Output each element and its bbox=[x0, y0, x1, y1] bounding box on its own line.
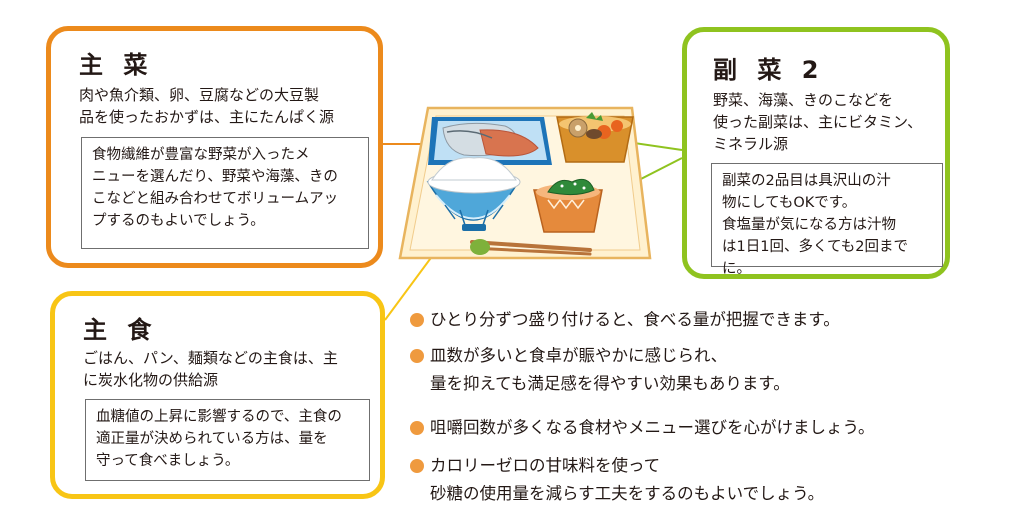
main-dish-note: 食物繊維が豊富な野菜が入ったメ ニューを選んだり、野菜や海藻、きの こなどと組み… bbox=[81, 137, 369, 249]
staple-food-desc-line: に炭水化物の供給源 bbox=[83, 371, 219, 389]
tip-text: 皿数が多いと食卓が賑やかに感じられ、 bbox=[430, 346, 728, 365]
bullet-dot-icon bbox=[410, 313, 424, 327]
tip-text: カロリーゼロの甘味料を使って bbox=[430, 456, 661, 475]
staple-food-note-line: 守って食べましょう。 bbox=[96, 453, 240, 469]
simmered-dish-icon bbox=[556, 112, 634, 163]
side-dish2-note-line: 物にしてもOKです。 bbox=[722, 195, 857, 211]
connector-side-dish-2 bbox=[589, 157, 683, 206]
main-dish-note-line: こなどと組み合わせてボリュームアッ bbox=[92, 191, 339, 207]
side-dish2-desc-line: 野菜、海藻、きのこなどを bbox=[713, 91, 894, 109]
tip-text: 咀嚼回数が多くなる食材やメニュー選びを心がけましょう。 bbox=[430, 418, 875, 437]
main-dish-description: 肉や魚介類、卵、豆腐などの大豆製 品を使ったおかずは、主にたんぱく源 bbox=[79, 84, 369, 128]
main-dish-note-line: プするのもよいでしょう。 bbox=[92, 213, 265, 229]
main-dish-panel: 主 菜 肉や魚介類、卵、豆腐などの大豆製 品を使ったおかずは、主にたんぱく源 食… bbox=[46, 26, 383, 268]
bullet-dot-icon bbox=[410, 459, 424, 473]
staple-food-note-line: 適正量が決められている方は、量を bbox=[96, 431, 328, 447]
side-dish2-note-line: は1日1回、多くても2回までに。 bbox=[722, 239, 909, 277]
bullet-dot-icon bbox=[410, 421, 424, 435]
tip-text: 砂糖の使用量を減らす工夫をするのもよいでしょう。 bbox=[430, 484, 825, 503]
main-dish-desc-line: 肉や魚介類、卵、豆腐などの大豆製 bbox=[79, 86, 320, 104]
side-dish2-panel: 副 菜 2 野菜、海藻、きのこなどを 使った副菜は、主にビタミン、 ミネラル源 … bbox=[682, 27, 950, 279]
staple-food-description: ごはん、パン、麺類などの主食は、主 に炭水化物の供給源 bbox=[83, 347, 368, 391]
main-dish-note-line: ニューを選んだり、野菜や海藻、きの bbox=[92, 169, 338, 185]
main-dish-desc-line: 品を使ったおかずは、主にたんぱく源 bbox=[79, 108, 335, 126]
side-dish2-title: 副 菜 2 bbox=[713, 56, 825, 84]
staple-food-note: 血糖値の上昇に影響するので、主食の 適正量が決められている方は、量を 守って食べ… bbox=[85, 399, 370, 481]
main-dish-note-line: 食物繊維が豊富な野菜が入ったメ bbox=[92, 147, 310, 163]
side-dish2-desc-line: 使った副菜は、主にビタミン、 bbox=[713, 113, 923, 131]
main-dish-title: 主 菜 bbox=[79, 51, 154, 79]
side-dish2-desc-line: ミネラル源 bbox=[713, 135, 789, 153]
side-dish2-description: 野菜、海藻、きのこなどを 使った副菜は、主にビタミン、 ミネラル源 bbox=[713, 89, 933, 155]
connector-staple bbox=[384, 204, 471, 321]
staple-food-title: 主 食 bbox=[83, 316, 158, 344]
connector-side-dish-1 bbox=[599, 137, 683, 151]
fish-dish-icon bbox=[428, 117, 552, 165]
chopsticks-icon bbox=[470, 239, 592, 256]
rice-bowl-icon bbox=[426, 157, 521, 231]
tip-text: 量を抑えても満足感を得やすい効果もあります。 bbox=[430, 374, 790, 393]
staple-food-note-line: 血糖値の上昇に影響するので、主食の bbox=[96, 409, 342, 425]
side-dish2-note-line: 副菜の2品目は具沢山の汁 bbox=[722, 173, 891, 189]
tip-text: ひとり分ずつ盛り付けると、食べる量が把握できます。 bbox=[430, 310, 840, 329]
staple-food-panel: 主 食 ごはん、パン、麺類などの主食は、主 に炭水化物の供給源 血糖値の上昇に影… bbox=[50, 291, 385, 499]
greens-dish-icon bbox=[533, 178, 603, 233]
bullet-dot-icon bbox=[410, 349, 424, 363]
staple-food-desc-line: ごはん、パン、麺類などの主食は、主 bbox=[83, 349, 338, 367]
tray-icon bbox=[398, 106, 652, 260]
side-dish2-note: 副菜の2品目は具沢山の汁 物にしてもOKです。 食塩量が気になる方は汁物 は1日… bbox=[711, 163, 943, 277]
side-dish2-note-line: 食塩量が気になる方は汁物 bbox=[722, 217, 896, 233]
